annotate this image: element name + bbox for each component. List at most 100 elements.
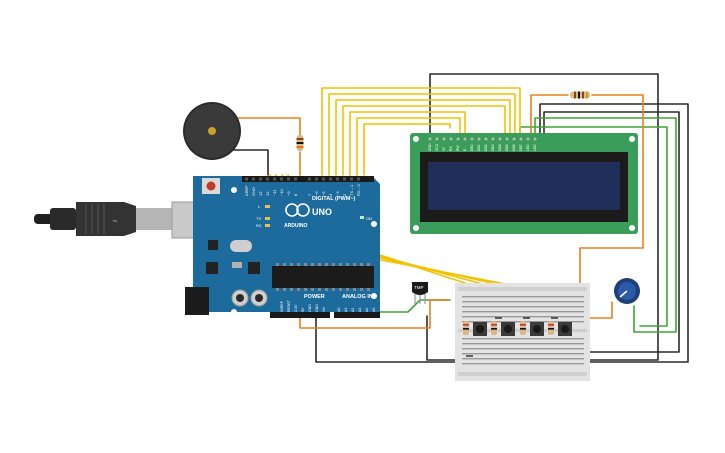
- power-pin-labels: IOREF RESET 3.3V 5V GND GND Vin: [280, 299, 326, 312]
- usb-icon: ⌁: [112, 216, 118, 227]
- usb-cable[interactable]: ⌁: [34, 201, 203, 239]
- lcd-pin-label: DB5: [505, 144, 509, 151]
- mount-hole: [413, 136, 419, 142]
- power-rail-top: [458, 287, 587, 291]
- pin-label: AREF: [244, 185, 249, 196]
- dc-power-jack: [185, 287, 209, 315]
- wire-orange: [579, 301, 613, 319]
- pushbutton[interactable]: [558, 322, 572, 336]
- power-header-label: POWER: [304, 294, 325, 300]
- pin-label: ~3: [335, 191, 340, 196]
- wire-bundle-yellow: [321, 87, 521, 176]
- lcd-pin-label: LED: [533, 144, 537, 151]
- resistor-band: [586, 91, 588, 99]
- mount-hole: [231, 309, 237, 315]
- resistor-band: [296, 138, 304, 140]
- pushbutton[interactable]: [501, 322, 515, 336]
- atmega-pins: [276, 263, 370, 291]
- lcd-pin-label: DB0: [470, 144, 474, 151]
- resistor-buzzer[interactable]: [296, 135, 304, 151]
- pin-label: A2: [351, 308, 355, 312]
- cable-strain-relief: [50, 208, 76, 230]
- resistor[interactable]: [520, 321, 526, 335]
- lcd-pin-label: V0: [442, 147, 446, 151]
- lcd-pin-label: VCC: [435, 143, 439, 151]
- pin-label: GND: [308, 304, 312, 312]
- pushbuttons: [473, 322, 572, 336]
- pin-label: A3: [358, 308, 362, 312]
- pin-label: 2: [342, 193, 347, 196]
- usb-plug-housing: [76, 202, 136, 236]
- pin-label: A4: [365, 308, 369, 312]
- wire-orange: [579, 94, 644, 301]
- smd-part: [232, 262, 242, 268]
- crystal: [230, 240, 252, 252]
- lcd-pin-labels: GND VCC V0 RS RW E DB0 DB1 DB2 DB3 DB4 D…: [428, 143, 537, 151]
- arduino-uno-board[interactable]: AREF GND 13 12 ~11 ~10 ~9 8 7 ~6 ~5 4 ~3…: [185, 176, 380, 318]
- piezo-buzzer[interactable]: [183, 102, 241, 160]
- rx-led: [265, 224, 270, 227]
- lcd-pin-label: DB3: [491, 144, 495, 151]
- capacitor-top: [236, 294, 244, 302]
- breadboard-resistors: [463, 321, 554, 335]
- digital-pin-labels: AREF GND 13 12 ~11 ~10 ~9 8 7 ~6 ~5 4 ~3…: [244, 183, 361, 196]
- lcd-screen: [428, 162, 620, 210]
- wire-black: [315, 103, 689, 363]
- small-ic: [248, 262, 260, 274]
- pin-label: 3.3V: [294, 304, 298, 312]
- wire-orange: [530, 94, 569, 138]
- resistor-band: [582, 91, 584, 99]
- resistor-lcd[interactable]: [570, 91, 590, 99]
- mount-hole: [629, 225, 635, 231]
- mount-hole: [371, 293, 377, 299]
- pin-label: ~6: [314, 191, 319, 196]
- lcd-16x2[interactable]: GND VCC V0 RS RW E DB0 DB1 DB2 DB3 DB4 D…: [410, 133, 638, 234]
- resistor-band: [296, 146, 304, 148]
- mount-hole: [629, 136, 635, 142]
- sensor-legs: [414, 294, 426, 304]
- breadboard-jumpers: [466, 317, 558, 357]
- lcd-pin-label: RS: [449, 146, 453, 151]
- pin-label: 7: [307, 193, 312, 196]
- pin-label: RX←0: [356, 183, 361, 196]
- usb-plug-grip: [85, 204, 105, 234]
- lcd-header-pins: [428, 137, 537, 141]
- usb-chip: [208, 240, 218, 250]
- resistor[interactable]: [463, 321, 469, 335]
- on-led: [360, 216, 364, 219]
- lcd-pin-label: LED: [526, 144, 530, 151]
- analog-header: [334, 312, 380, 318]
- temperature-sensor[interactable]: TMP: [412, 282, 428, 304]
- pin-label: ~10: [279, 188, 284, 196]
- potentiometer[interactable]: [614, 278, 640, 304]
- pin-label: GND: [315, 304, 319, 312]
- resistor[interactable]: [491, 321, 497, 335]
- analog-header-label: ANALOG IN: [342, 294, 373, 300]
- pin-label: 12: [265, 191, 270, 196]
- wire-orange: [299, 299, 449, 329]
- resistor[interactable]: [548, 321, 554, 335]
- pin-label: A0: [337, 308, 341, 312]
- digital-header-pins: [245, 177, 360, 181]
- board-model: UNO: [312, 207, 332, 217]
- wire-orange: [235, 117, 301, 136]
- sensor-body: [412, 282, 428, 295]
- digital-header-label: DIGITAL (PWM~): [312, 196, 356, 202]
- sensor-label: TMP: [414, 285, 424, 290]
- l-led-label: L: [258, 204, 261, 209]
- pushbutton[interactable]: [530, 322, 544, 336]
- pushbutton[interactable]: [473, 322, 487, 336]
- mount-hole: [371, 221, 377, 227]
- wire-black: [231, 149, 269, 176]
- lcd-pin-label: E: [463, 148, 467, 151]
- lcd-pin-label: DB6: [512, 144, 516, 151]
- board-brand: ARDUINO: [284, 223, 307, 229]
- breadboard[interactable]: [455, 283, 590, 381]
- buzzer-center: [208, 127, 216, 135]
- on-led-label: ON: [366, 216, 372, 221]
- pin-label: A5: [372, 308, 376, 312]
- wire-green: [534, 117, 677, 333]
- pin-label: GND: [251, 187, 256, 196]
- rx-led-label: RX: [256, 223, 262, 228]
- reset-button-cap[interactable]: [206, 181, 216, 191]
